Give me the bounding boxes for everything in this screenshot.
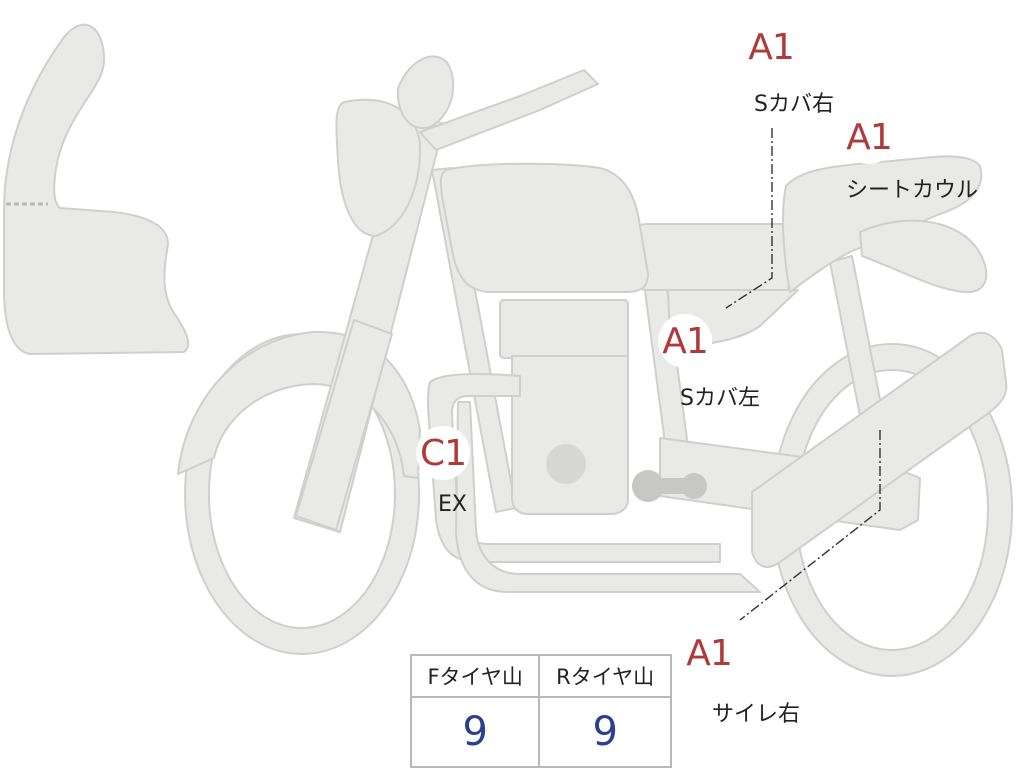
tire-tread-table: Fタイヤ山 Rタイヤ山 9 9 xyxy=(409,654,672,768)
grade-silencer-right: A1 xyxy=(682,626,736,680)
rear-tire-header: Rタイヤ山 xyxy=(538,654,672,698)
leader-seat-cover-right xyxy=(725,128,773,309)
label-seat-cowl: シートカウル xyxy=(846,178,979,203)
grade-seat-cowl: A1 xyxy=(842,110,896,164)
fuel-tank xyxy=(439,162,649,293)
label-seat-cover-left: Sカバ左 xyxy=(680,386,760,411)
rear-wheel xyxy=(771,343,1013,677)
handlebar xyxy=(419,69,599,151)
label-silencer-right: サイレ右 xyxy=(712,702,801,727)
foot-peg-end-left xyxy=(632,470,664,502)
engine-top xyxy=(499,299,629,359)
front-tire-header: Fタイヤ山 xyxy=(409,654,541,698)
label-exhaust: EX xyxy=(438,492,467,517)
fork-lower xyxy=(295,319,393,531)
engine-body xyxy=(511,355,629,515)
rear-tire-value: 9 xyxy=(538,696,672,768)
front-cowl xyxy=(3,23,190,355)
grade-seat-cover-left: A1 xyxy=(658,314,712,368)
leader-silencer-right xyxy=(739,430,881,621)
engine-cover xyxy=(546,444,586,484)
rear-fender xyxy=(859,219,988,293)
grade-seat-cover-right: A1 xyxy=(744,20,798,74)
grade-exhaust: C1 xyxy=(416,426,470,480)
silencer xyxy=(751,331,1008,568)
foot-peg-end-right xyxy=(681,473,707,499)
label-seat-cover-right: Sカバ右 xyxy=(754,92,834,117)
exhaust-pipe-lower xyxy=(455,401,761,593)
front-tire-value: 9 xyxy=(409,696,541,768)
rear-frame xyxy=(829,255,885,427)
meter xyxy=(396,55,455,129)
